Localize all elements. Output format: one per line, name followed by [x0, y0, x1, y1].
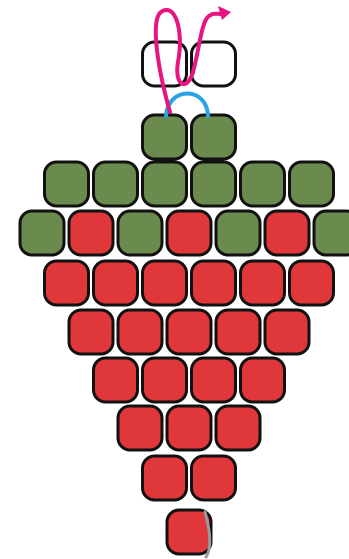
- bead-red-row7-pos3: [192, 358, 236, 402]
- bead-red-row7-pos4: [241, 358, 285, 402]
- bead-green-row3-pos3: [143, 162, 187, 206]
- bead-red-row6-pos4: [216, 310, 260, 354]
- bead-green-row3-pos2: [94, 162, 138, 206]
- bead-green-row4-pos3: [118, 211, 162, 255]
- blue-thread-loop: [166, 94, 208, 117]
- bead-green-row3-pos4: [192, 162, 236, 206]
- bead-green-row2-pos2: [192, 115, 236, 159]
- bead-red-row6-pos3: [167, 310, 211, 354]
- bead-red-row5-pos4: [192, 261, 236, 305]
- bead-red-row5-pos3: [143, 261, 187, 305]
- bead-red-row10-pos1: [167, 510, 211, 554]
- bead-red-row9-pos2: [192, 456, 236, 500]
- bead-red-row6-pos2: [118, 310, 162, 354]
- bead-green-row4-pos1: [20, 211, 64, 255]
- bead-green-row3-pos6: [290, 162, 334, 206]
- bead-green-row2-pos1: [143, 115, 187, 159]
- bead-red-row8-pos2: [167, 406, 211, 450]
- bead-red-row7-pos1: [94, 358, 138, 402]
- bead-red-row4-pos6: [265, 211, 309, 255]
- bead-red-row8-pos3: [216, 406, 260, 450]
- bead-red-row5-pos6: [290, 261, 334, 305]
- bead-red-row8-pos1: [118, 406, 162, 450]
- bead-red-row6-pos1: [69, 310, 113, 354]
- bead-red-row7-pos2: [143, 358, 187, 402]
- bead-green-row3-pos5: [241, 162, 285, 206]
- bead-red-row4-pos4: [167, 211, 211, 255]
- bead-red-row5-pos1: [45, 261, 89, 305]
- bead-red-row5-pos2: [94, 261, 138, 305]
- bead-grid: [20, 42, 349, 554]
- bead-red-row6-pos5: [265, 310, 309, 354]
- bead-red-row9-pos1: [143, 456, 187, 500]
- bead-green-row4-pos7: [314, 211, 349, 255]
- bead-green-row3-pos1: [45, 162, 89, 206]
- bead-red-row5-pos5: [241, 261, 285, 305]
- bead-red-row4-pos2: [69, 211, 113, 255]
- bead-green-row4-pos5: [216, 211, 260, 255]
